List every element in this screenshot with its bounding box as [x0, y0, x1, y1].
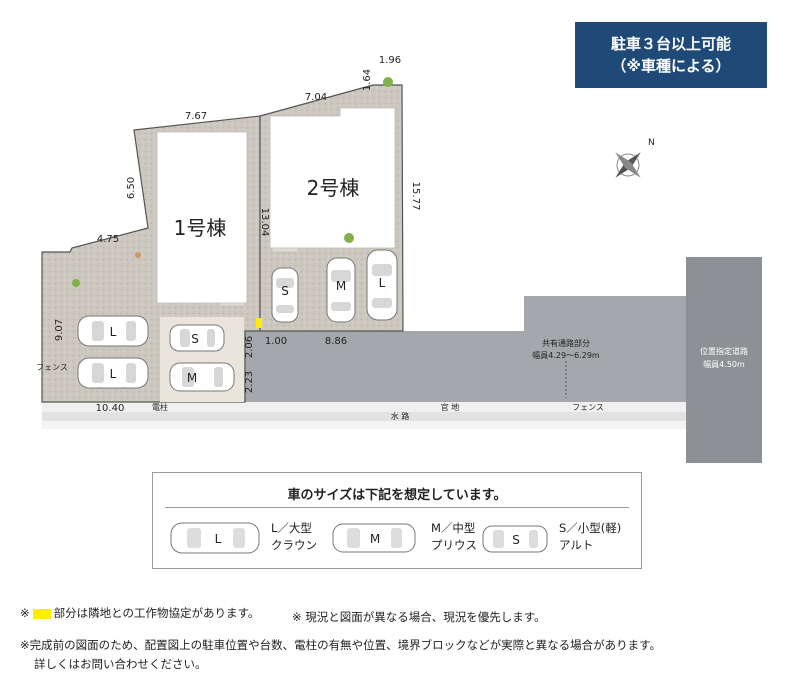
lower-strip: [42, 421, 687, 429]
dim-road-gap: 1.00: [265, 336, 287, 347]
svg-text:M: M: [187, 371, 197, 385]
badge-line-2: （※車種による）: [611, 57, 731, 75]
legend-item-small: S S／小型(軽) アルト: [479, 516, 639, 560]
dim-top-mid: 7.04: [305, 92, 327, 103]
car-small-2-label: S: [281, 284, 289, 298]
building-1: [156, 131, 248, 304]
waterway-label: 水 路: [391, 411, 410, 421]
highlight-swatch: [32, 608, 51, 619]
state-land-strip: [42, 402, 687, 412]
state-land-label: 官 地: [441, 402, 460, 412]
car-large-1: L: [77, 315, 149, 347]
note-inquiry: 詳しくはお問い合わせください。: [34, 657, 207, 671]
building-2: [269, 107, 396, 249]
dim-left-upper: 6.50: [126, 177, 137, 199]
fence-right-label: フェンス: [572, 403, 604, 412]
plant-icon: [344, 233, 354, 243]
dim-road-total: 8.86: [325, 336, 347, 347]
car-small-icon: S: [482, 525, 548, 553]
designated-road-label-1: 位置指定道路: [700, 346, 748, 356]
badge-line-1: 駐車３台以上可能: [610, 35, 731, 53]
plant-icon: [72, 279, 80, 287]
dim-center-v: 13.04: [259, 208, 270, 237]
note-agreement: ※部分は隣地との工作物協定があります。: [20, 606, 260, 620]
car-large-icon: L: [170, 522, 260, 554]
legend-item-medium: M M／中型 プリウス: [329, 516, 489, 560]
pole-label: 電柱: [152, 402, 168, 412]
building-1-label: 1号棟: [174, 216, 227, 240]
car-size-legend: 車のサイズは下記を想定しています。 L L／大型 クラウン M M／中型 プリウ…: [152, 472, 642, 569]
dim-top-right-h: 1.96: [379, 55, 401, 66]
car-medium-icon: M: [332, 523, 416, 553]
waterway-strip: [42, 412, 687, 421]
note-disclaimer: ※完成前の図面のため、配置図上の駐車位置や台数、電柱の有無や位置、境界ブロックな…: [20, 638, 661, 652]
car-small-1: S: [169, 324, 225, 352]
legend-title: 車のサイズは下記を想定しています。: [287, 488, 507, 503]
dim-bottom-left: 10.40: [96, 403, 125, 414]
designated-road-label-2: 幅員4.50m: [703, 359, 745, 369]
svg-text:L: L: [110, 367, 117, 381]
dim-left-lower: 9.07: [54, 319, 65, 341]
dim-road-v1: 2.06: [244, 336, 255, 358]
note-current-status: ※ 現況と図面が異なる場合、現況を優先します。: [292, 610, 546, 624]
shared-road-label-2: 幅員4.29～6.29m: [532, 350, 600, 360]
car-large-2: L: [77, 357, 149, 389]
building-2-label: 2号棟: [307, 176, 360, 200]
compass-icon: N: [615, 138, 655, 178]
svg-text:S: S: [512, 533, 520, 547]
fence-left-label: フェンス: [36, 363, 68, 372]
dim-road-v2: 2.23: [244, 371, 255, 393]
car-medium-1: M: [169, 362, 235, 392]
shared-road: [245, 296, 686, 402]
svg-text:N: N: [648, 138, 655, 148]
legend-text-medium: M／中型 プリウス: [431, 521, 477, 552]
svg-text:L: L: [110, 325, 117, 339]
dim-top-right-v: 1.64: [362, 69, 373, 91]
plant-icon: [135, 252, 141, 258]
legend-text-small: S／小型(軽) アルト: [559, 521, 622, 552]
shared-road-label-1: 共有通路部分: [542, 338, 590, 348]
svg-text:S: S: [191, 332, 199, 346]
site-plan: 1号棟 2号棟 L L S M S M L N 7.67 7.04 1.96 1…: [36, 55, 762, 463]
svg-text:L: L: [215, 532, 222, 546]
parking-capacity-badge: 駐車３台以上可能 （※車種による）: [575, 22, 767, 88]
car-large-3-label: L: [379, 276, 386, 290]
plant-icon: [383, 77, 393, 87]
dim-top-left: 7.67: [185, 111, 207, 122]
legend-item-large: L L／大型 クラウン: [169, 516, 329, 560]
designated-road: [686, 257, 762, 463]
dim-left-step: 4.75: [97, 234, 119, 245]
legend-text-large: L／大型 クラウン: [271, 521, 317, 552]
dim-right-side: 15.77: [410, 182, 421, 211]
car-medium-2-label: M: [336, 279, 346, 293]
legend-divider: [165, 507, 629, 508]
svg-text:M: M: [370, 532, 380, 546]
agreement-highlight: [256, 318, 262, 328]
